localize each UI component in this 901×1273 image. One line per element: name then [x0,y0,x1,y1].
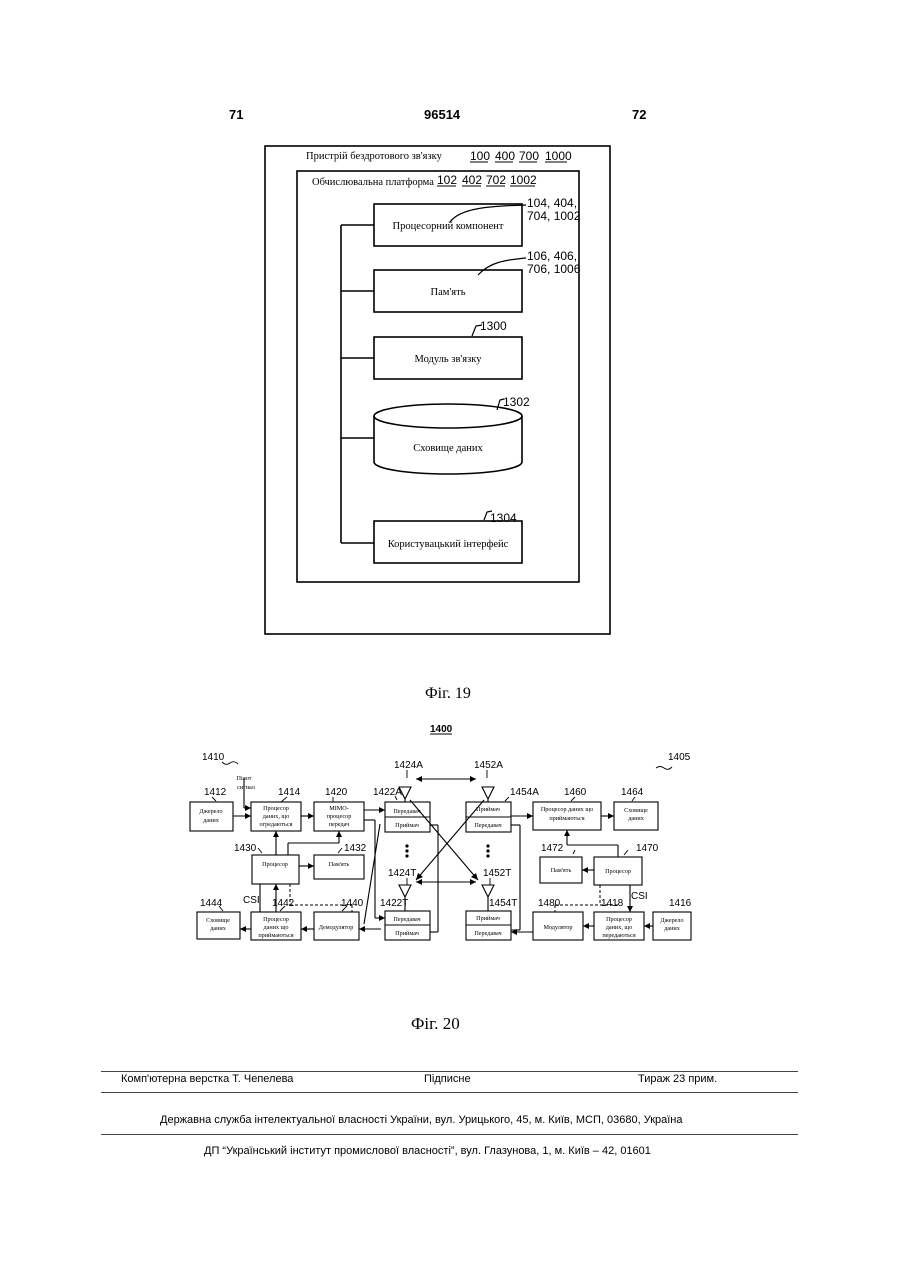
txproc1414-line2: даних, що [263,813,290,820]
ref-1454t: 1454T [489,898,517,909]
footer-divider-middle [101,1092,798,1093]
data-storage-cylinder [374,404,522,474]
outer-ref-1000: 1000 [545,149,572,163]
footer-layout-credit: Комп'ютерна верстка Т. Чепелева [121,1073,293,1085]
proc1430-label: Процесор [262,861,288,868]
data-storage-ref: 1302 [503,395,530,409]
ref-1440: 1440 [341,898,364,909]
rxproc1460-line1: Процесор даних що [541,806,593,813]
outer-ref-700: 700 [519,149,539,163]
inner-ref-702: 702 [486,173,506,187]
sink1464-line2: даних [628,815,645,822]
processor-component-label: Процесорний компонент [393,221,504,232]
comm-module-ref: 1300 [480,319,507,333]
mimo1420-line3: передач [329,821,350,828]
rxproc1460-line2: приймаються [549,815,584,822]
comm-module-label: Модуль зв'язку [415,354,483,365]
right-system-ref: 1405 [668,752,691,763]
demod1440-label: Демодулятор [319,924,354,931]
antenna-1424t: 1424T [388,868,416,879]
txproc1418-line2: даних, що [606,924,633,931]
tx1422a-top: Передавач [393,808,420,815]
rxproc1442-line3: приймаються [258,932,293,939]
rxproc1442-line2: даних що [263,924,288,931]
ref-1412: 1412 [204,787,227,798]
src1412-line1: Джерело [199,808,222,815]
rx1454a-bottom: Передавач [474,822,501,829]
ref-1472: 1472 [541,843,564,854]
sink1464-line1: Сховище [624,807,648,814]
processor-ref-line1: 104, 404, [527,196,577,210]
rxproc1442-line1: Процесор [263,916,289,923]
txproc1414-line1: Процесор [263,805,289,812]
src1412-line2: даних [203,817,220,824]
ref-1418: 1418 [601,898,624,909]
txproc1418-line3: передаються [602,932,636,939]
ref-1414: 1414 [278,787,301,798]
ref-1454a: 1454A [510,787,539,798]
outer-ref-100: 100 [470,149,490,163]
footer-agency: Державна служба інтелектуальної власност… [160,1114,683,1126]
csi-left: CSI [243,895,260,906]
ref-1464: 1464 [621,787,644,798]
ref-1470: 1470 [636,843,659,854]
memory-ref-line1: 106, 406, [527,249,577,263]
footer-divider-top [101,1071,798,1072]
rx1454t-top: Приймач [476,915,500,922]
rx1454t-bottom: Передавач [474,930,501,937]
txproc1414-line3: огредаються [260,821,293,828]
inner-ref-102: 102 [437,173,457,187]
ref-1480: 1480 [538,898,561,909]
ref-1420: 1420 [325,787,348,798]
sink1444-line1: Сховище [206,917,230,924]
mem1472-label: Пам'ять [551,867,572,874]
mod1480-label: Модулятор [544,924,573,931]
csi-right: CSI [631,891,648,902]
pilot-line1: Пілот [237,775,252,782]
memory-ref-line2: 706, 1006 [527,262,581,276]
memory-label: Пам'ять [431,287,466,298]
tx1422t-top: Передавач [393,916,420,923]
inner-ref-1002: 1002 [510,173,537,187]
footer-institute: ДП “Український інститут промислової вла… [204,1145,651,1157]
antenna-1424a: 1424A [394,760,423,771]
ref-1422t: 1422T [380,898,408,909]
ref-1444: 1444 [200,898,223,909]
mimo1420-line1: MIMO- [329,805,349,812]
user-interface-label: Користувацький інтерфейс [388,539,509,550]
ref-1442: 1442 [272,898,295,909]
ref-1416: 1416 [669,898,692,909]
user-interface-ref: 1304 [490,511,517,525]
mem1432-label: Пам'ять [329,861,350,868]
src1416-line2: даних [664,925,681,932]
inner-ref-402: 402 [462,173,482,187]
figure-20-caption: Фіг. 20 [411,1014,460,1034]
left-system-ref: 1410 [202,752,225,763]
src1416-line1: Джерело [660,917,683,924]
ref-1430: 1430 [234,843,257,854]
tx1422a-bottom: Приймач [395,822,419,829]
proc1470-label: Процесор [605,868,631,875]
fig20-title-ref: 1400 [430,724,453,735]
txproc1418-line1: Процесор [606,916,632,923]
ref-1432: 1432 [344,843,367,854]
wireless-device-label: Пристрій бездротового зв'язку [306,151,443,162]
footer-divider-bottom [101,1134,798,1135]
sink1444-line2: даних [210,925,227,932]
ref-1460: 1460 [564,787,587,798]
rx1454a-top: Приймач [476,806,500,813]
footer-circulation: Тираж 23 прим. [638,1073,717,1085]
outer-ref-400: 400 [495,149,515,163]
pilot-line2: сигнал [237,784,255,791]
footer-signed: Підписне [424,1073,471,1085]
figure-19-caption: Фіг. 19 [425,685,471,703]
antenna-1452a: 1452A [474,760,503,771]
ref-1422a: 1422A [373,787,402,798]
mimo1420-line2: процесор [327,813,352,820]
data-storage-label: Сховище даних [413,443,483,454]
processor-ref-line2: 704, 1002 [527,209,581,223]
antenna-1452t: 1452T [483,868,511,879]
computing-platform-label: Обчислювальна платформа [312,177,434,188]
tx1422t-bottom: Приймач [395,930,419,937]
